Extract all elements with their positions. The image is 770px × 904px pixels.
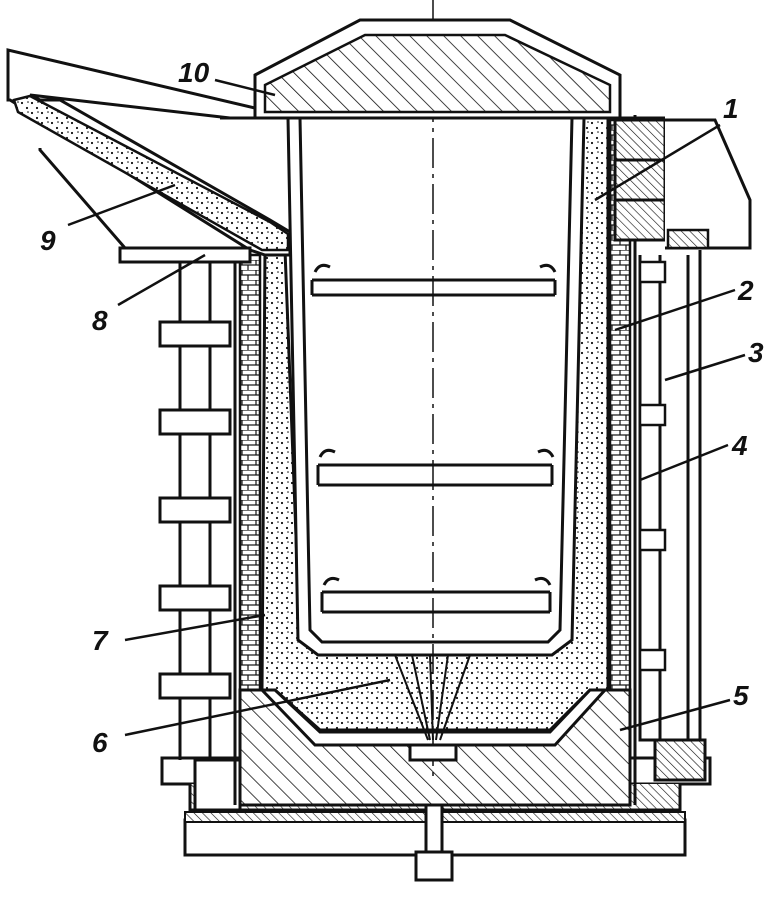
callout-5: 5 <box>733 680 749 711</box>
callout-7: 7 <box>92 625 109 656</box>
pouring-spout <box>6 48 292 264</box>
callout-3: 3 <box>748 337 764 368</box>
callout-4: 4 <box>731 430 748 461</box>
callout-8: 8 <box>92 305 108 336</box>
inductor-coil <box>638 250 707 782</box>
left-frame <box>158 262 242 812</box>
lid <box>220 18 665 120</box>
callout-2: 2 <box>737 275 754 306</box>
callout-labels: 1 2 3 4 5 6 7 8 9 10 <box>40 57 764 758</box>
leader-lines <box>67 78 746 737</box>
crucible-wall <box>286 116 586 657</box>
callout-6: 6 <box>92 727 108 758</box>
callout-9: 9 <box>40 225 56 256</box>
callout-10: 10 <box>178 57 210 88</box>
callout-1: 1 <box>723 93 739 124</box>
bottom-electrodes <box>394 654 471 762</box>
upper-right-bracket <box>613 118 752 250</box>
